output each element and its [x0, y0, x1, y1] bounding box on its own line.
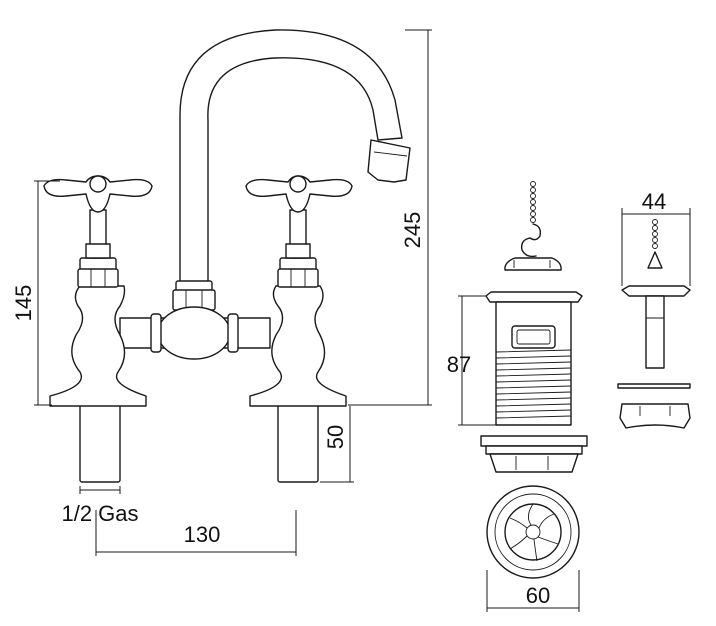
right-tap: [245, 175, 353, 483]
tap-dimensions: 145 245 50 1/2 Gas 130: [11, 29, 432, 556]
dim-waste-height: 87: [447, 352, 471, 377]
spout-base-nut: [172, 280, 216, 311]
dim-tail-length: 50: [323, 425, 348, 449]
waste-diameter-dimension: 60: [486, 570, 580, 612]
plug-side-view: [617, 219, 691, 429]
left-tap: [43, 175, 153, 483]
waste-top-view: [486, 485, 580, 579]
waste-side-view: [480, 181, 588, 473]
dim-plug-diameter: 44: [642, 189, 666, 214]
waste-height-dimension: 87: [447, 295, 496, 426]
spout: [179, 29, 411, 286]
dim-centres: 130: [184, 522, 221, 547]
plug-diameter-dimension: 44: [621, 189, 691, 286]
dim-height-spout: 245: [400, 212, 425, 249]
dim-waste-diameter: 60: [526, 583, 550, 608]
plug-chain: [520, 181, 542, 258]
dim-height-handle: 145: [11, 285, 36, 322]
bridge-bar: [119, 306, 271, 360]
dim-thread: 1/2 Gas: [61, 501, 138, 526]
bridge-mixer-tap: [43, 29, 411, 483]
